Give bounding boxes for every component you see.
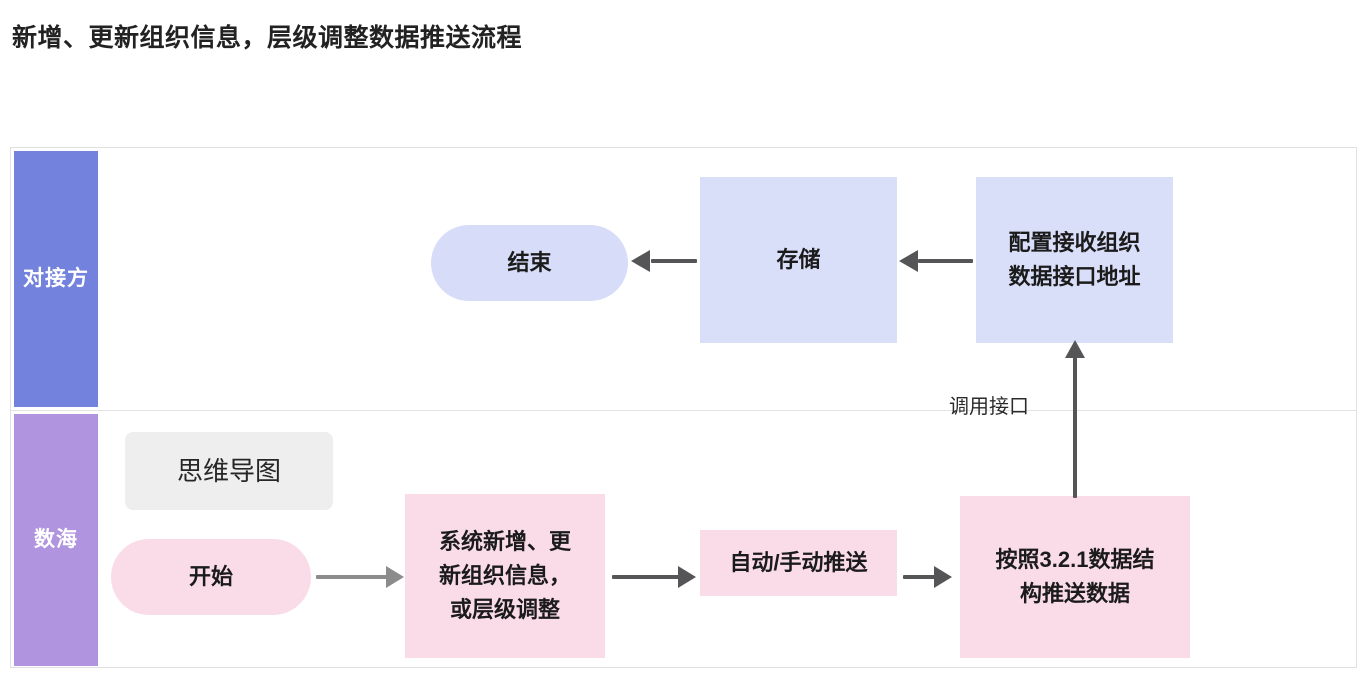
node-push-mode[interactable]: 自动/手动推送 <box>700 530 897 596</box>
node-push-structure-line-2: 构推送数据 <box>1019 581 1130 606</box>
node-update-org-line-2: 新组织信息， <box>438 562 571 588</box>
node-update-org-info[interactable]: 系统新增、更 新组织信息， 或层级调整 <box>405 494 605 658</box>
node-config-endpoint-line-2: 数据接口地址 <box>1008 264 1141 289</box>
arrow-head-left <box>631 250 650 272</box>
node-end[interactable]: 结束 <box>431 225 628 301</box>
arrow-shaft <box>918 259 973 263</box>
node-update-org-line-3: 或层级调整 <box>449 597 560 623</box>
page-title: 新增、更新组织信息，层级调整数据推送流程 <box>12 24 523 52</box>
arrow-shaft <box>1073 356 1077 498</box>
node-storage[interactable]: 存储 <box>700 177 897 343</box>
arrow-head-right <box>934 566 952 588</box>
node-config-endpoint-line-1: 配置接收组织 <box>1008 229 1141 255</box>
arrow-head-up <box>1065 340 1085 358</box>
arrow-head-right <box>678 566 696 588</box>
node-mindmap[interactable]: 思维导图 <box>125 432 333 510</box>
edge-label-call-api: 调用接口 <box>949 396 1029 418</box>
swimlane-shuhai: 数海 <box>11 411 1356 669</box>
arrow-shaft <box>316 575 388 579</box>
node-config-endpoint[interactable]: 配置接收组织 数据接口地址 <box>976 177 1173 343</box>
arrow-head-left <box>899 250 918 272</box>
arrow-shaft <box>651 259 697 263</box>
node-start[interactable]: 开始 <box>111 539 311 615</box>
node-push-structure[interactable]: 按照3.2.1数据结 构推送数据 <box>960 496 1190 658</box>
swimlane-label-shuhai: 数海 <box>14 414 98 666</box>
arrow-shaft <box>903 575 936 579</box>
swimlane-label-docking-party: 对接方 <box>14 151 98 407</box>
arrow-shaft <box>612 575 680 579</box>
arrow-head-right <box>386 566 404 588</box>
node-push-structure-line-1: 按照3.2.1数据结 <box>995 546 1155 572</box>
swimlane-docking-party: 对接方 <box>11 148 1356 411</box>
node-update-org-line-1: 系统新增、更 <box>438 528 571 554</box>
